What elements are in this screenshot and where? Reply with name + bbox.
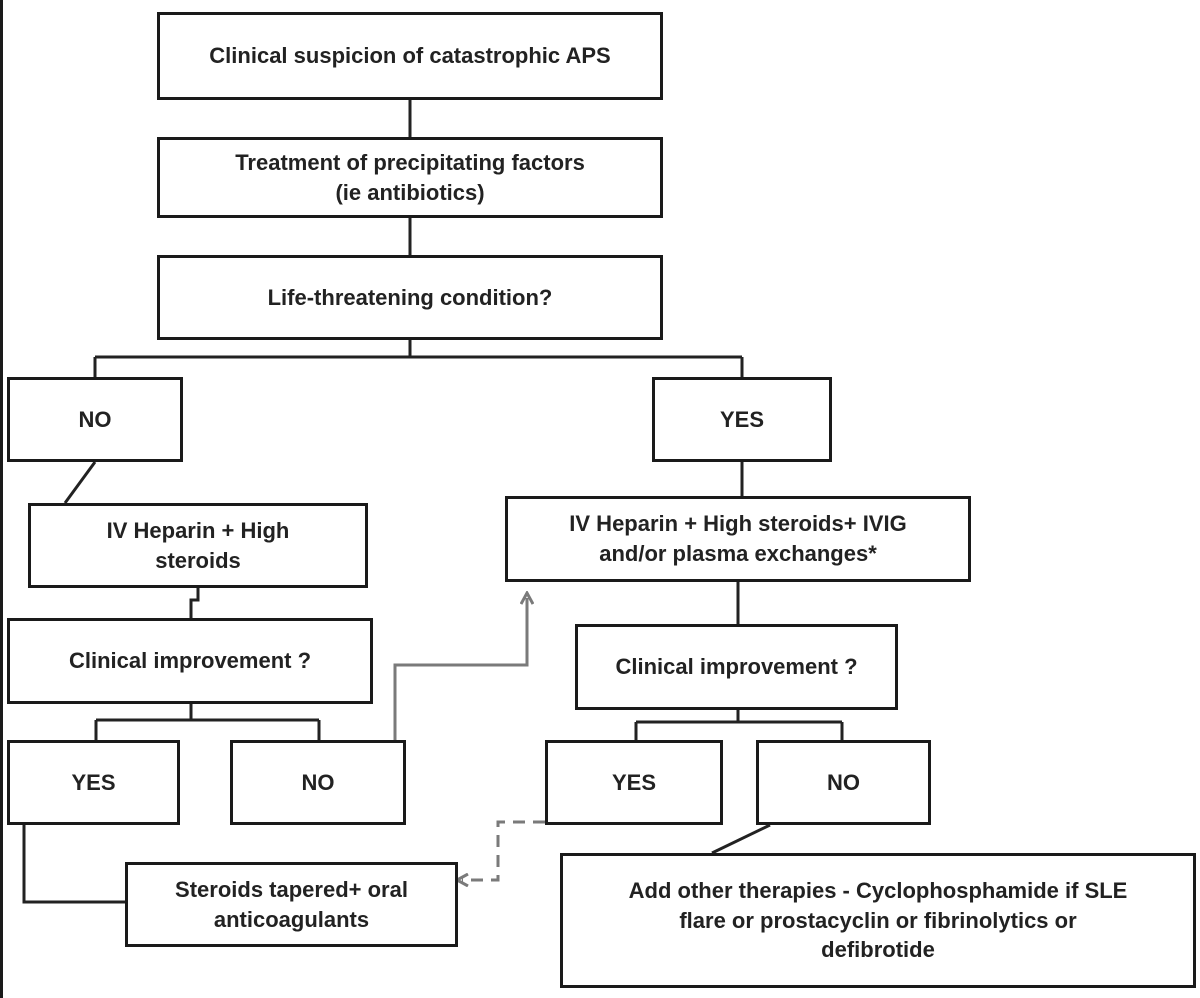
box-no-branch: NO bbox=[7, 377, 183, 462]
box-clinical-suspicion: Clinical suspicion of catastrophic APS bbox=[157, 12, 663, 100]
box-other-therapies: Add other therapies - Cyclophosphamide i… bbox=[560, 853, 1196, 988]
text-right-no: NO bbox=[827, 769, 860, 795]
text-steroids-tapered-line1: Steroids tapered+ oral bbox=[175, 876, 408, 902]
box-steroids-tapered: Steroids tapered+ oral anticoagulants bbox=[125, 862, 458, 947]
text-no-branch: NO bbox=[78, 406, 112, 432]
text-life-threatening: Life-threatening condition? bbox=[267, 284, 553, 310]
text-other-therapies-line3: defibrotide bbox=[821, 937, 935, 963]
text-right-treatment-line2: and/or plasma exchanges* bbox=[599, 541, 877, 566]
text-right-yes: YES bbox=[611, 769, 657, 795]
box-left-clinical-improvement: Clinical improvement ? bbox=[7, 618, 373, 704]
text-left-treatment-line2: steroids bbox=[155, 547, 241, 573]
text-yes-branch: YES bbox=[719, 406, 765, 432]
box-left-treatment: IV Heparin + High steroids bbox=[28, 503, 368, 588]
box-right-clinical-improvement: Clinical improvement ? bbox=[575, 624, 898, 710]
box-right-no: NO bbox=[756, 740, 931, 825]
text-other-therapies-line1: Add other therapies - Cyclophosphamide i… bbox=[628, 877, 1128, 903]
box-yes-branch: YES bbox=[652, 377, 832, 462]
box-right-treatment: IV Heparin + High steroids+ IVIG and/or … bbox=[505, 496, 971, 582]
text-right-clinical-improvement: Clinical improvement ? bbox=[615, 654, 858, 680]
edge-no-lefttx bbox=[63, 461, 97, 504]
text-left-treatment-line1: IV Heparin + High bbox=[106, 517, 290, 543]
left-frame-edge bbox=[0, 0, 3, 998]
edge-rightno-other bbox=[711, 823, 771, 855]
edge-leftno-to-righttx-arrow bbox=[393, 598, 527, 740]
box-life-threatening: Life-threatening condition? bbox=[157, 255, 663, 340]
box-left-no: NO bbox=[230, 740, 406, 825]
box-right-yes: YES bbox=[545, 740, 723, 825]
box-left-yes: YES bbox=[7, 740, 180, 825]
text-precipitating-line2: (ie antibiotics) bbox=[335, 179, 485, 205]
text-left-clinical-improvement: Clinical improvement ? bbox=[68, 648, 312, 674]
edge-rightyes-to-taper-dashed bbox=[462, 820, 545, 880]
text-left-yes: YES bbox=[71, 769, 116, 795]
edge-leftyes-taper bbox=[22, 825, 125, 904]
text-left-no: NO bbox=[301, 769, 335, 795]
text-other-therapies-line2: flare or prostacyclin or fibrinolytics o… bbox=[679, 907, 1077, 933]
edge-lefttx-leftimprove bbox=[189, 588, 200, 618]
text-clinical-suspicion: Clinical suspicion of catastrophic APS bbox=[209, 43, 611, 69]
text-precipitating-line1: Treatment of precipitating factors bbox=[235, 149, 585, 175]
box-precipitating-factors: Treatment of precipitating factors (ie a… bbox=[157, 137, 663, 218]
text-right-treatment-line1: IV Heparin + High steroids+ IVIG bbox=[569, 511, 907, 537]
text-steroids-tapered-line2: anticoagulants bbox=[213, 906, 370, 932]
